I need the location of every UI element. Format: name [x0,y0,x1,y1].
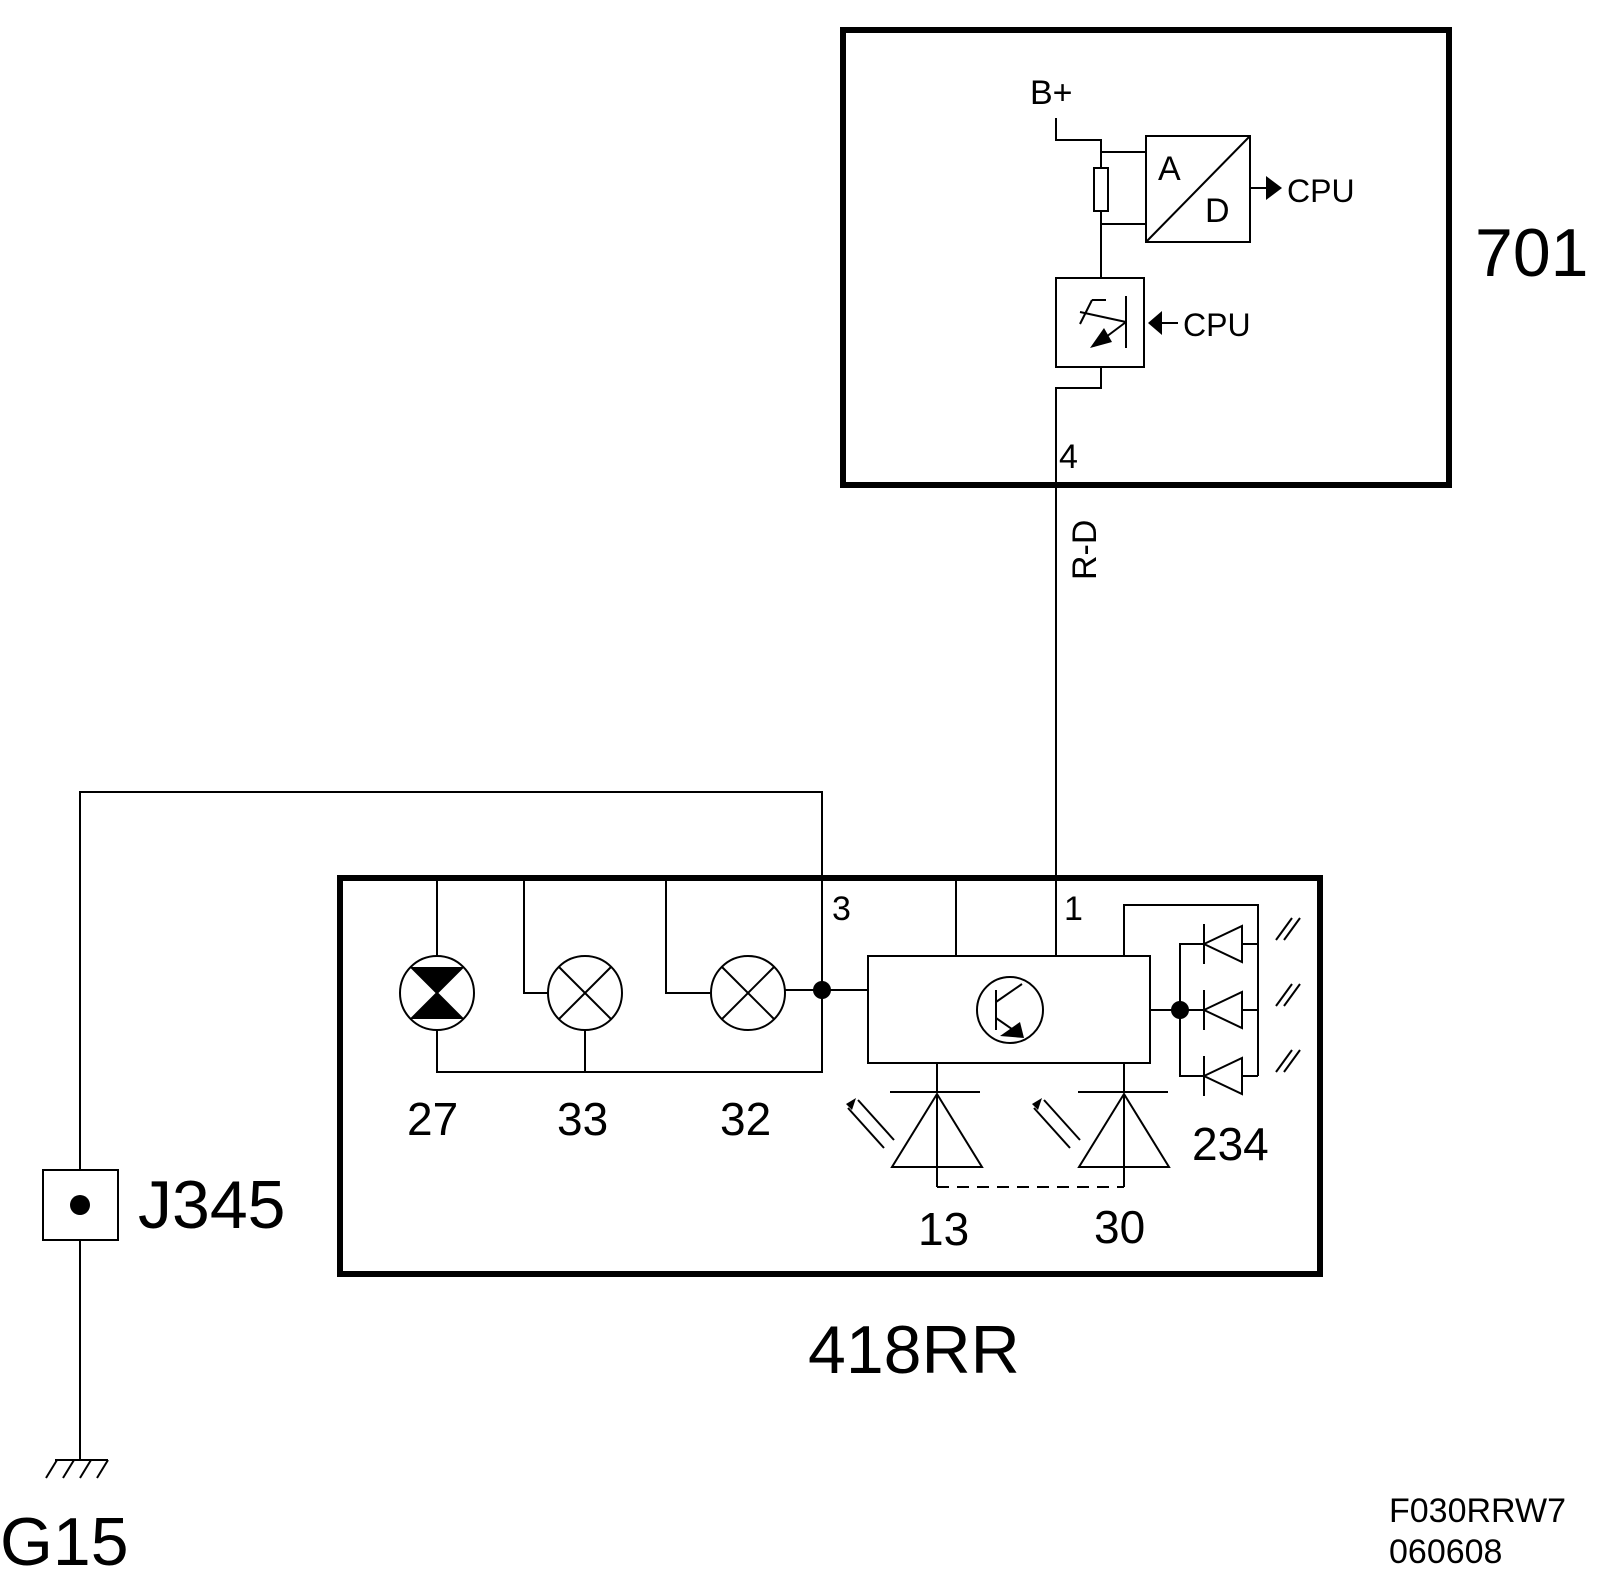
led-bottom-rail [1179,1010,1258,1077]
adc-d-label: D [1205,192,1230,230]
ad-converter: A D [1145,135,1251,243]
bulb-32-label: 32 [720,1093,771,1145]
lamp-pin-3-label: 3 [832,890,851,928]
supply-label: B+ [1030,74,1073,112]
led-group-label: 234 [1192,1118,1269,1170]
sensor-13-label: 13 [918,1203,969,1255]
ground-label: G15 [0,1504,129,1580]
sensor-30-label: 30 [1094,1201,1145,1253]
adc-output-arrow-icon [1266,176,1282,200]
module-701-label: 701 [1475,215,1588,291]
shunt-resistor [1093,167,1109,212]
driver-cpu-label: CPU [1183,307,1251,343]
bulb-33-icon [547,955,623,1031]
module-418rr-label: 418RR [808,1312,1020,1388]
lamp-pin-1-label: 1 [1064,890,1083,928]
led-return-rail [1123,904,1259,1076]
supply-wire [1055,118,1102,168]
led-2-icon [1201,983,1301,1030]
led-3-icon [1201,1049,1301,1096]
date-code: 060608 [1389,1533,1502,1571]
ecu-pin-4-label: 4 [1059,438,1078,476]
bulb-32-icon [710,955,786,1031]
photo-sensor-30-icon [1032,1091,1171,1187]
ground-wire [79,791,823,1460]
drawing-code: F030RRW7 [1389,1492,1566,1530]
driver-input-arrow-icon [1148,311,1162,335]
ground-symbol-icon [45,1459,109,1479]
bulb-27-icon [399,955,475,1031]
module-418rr-frame [337,875,1323,1277]
phototransistor-icon [976,976,1044,1044]
bulb-32-feed [665,880,710,994]
driver-emitter-arrow-icon [1090,328,1112,348]
adc-cpu-label: CPU [1287,173,1355,209]
output-driver [1055,277,1145,368]
junction-label: J345 [138,1167,285,1243]
junction-dot [70,1195,90,1215]
bulb-27-label: 27 [407,1093,458,1145]
bulb-33-label: 33 [557,1093,608,1145]
module-701-frame [840,27,1452,488]
bulb-33-feed [523,880,548,994]
photo-sensor-13-icon [846,1091,984,1187]
led-top-rail [1179,943,1258,1010]
rd-signal-wire [1055,367,1102,878]
wire-color-code: R-D [1066,520,1104,580]
bulb-return-bar [436,990,823,1073]
adc-a-label: A [1158,150,1181,188]
led-1-icon [1201,917,1301,964]
